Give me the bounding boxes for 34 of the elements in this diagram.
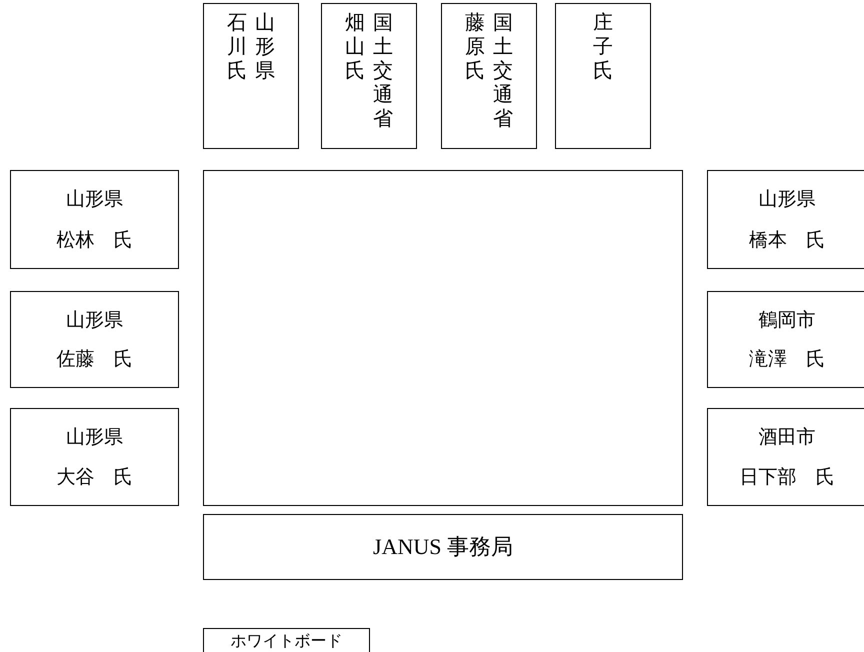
name-text: 日下部 氏 [740, 465, 834, 490]
affiliation-text: 国土交通省 [372, 10, 394, 132]
name-text: 大谷 氏 [56, 465, 132, 490]
name-card [555, 3, 651, 149]
name-card [707, 291, 864, 388]
label-text: JANUS 事務局 [373, 533, 513, 561]
affiliation-text: 鶴岡市 [758, 308, 816, 333]
table [203, 170, 683, 506]
name-card [707, 170, 864, 269]
name-text: 松林 氏 [56, 228, 132, 253]
name-card [10, 170, 179, 269]
name-text: 滝澤 氏 [749, 347, 825, 372]
name-card [707, 408, 864, 506]
affiliation-text: 山形県 [66, 425, 123, 450]
name-card [10, 291, 179, 388]
name-card [441, 3, 537, 149]
secretariat-box [203, 514, 683, 580]
affiliation-text: 山形県 [66, 187, 123, 212]
name-card [10, 408, 179, 506]
name-text: 畑山氏 [344, 10, 366, 84]
name-text: 橋本 氏 [749, 228, 825, 253]
affiliation-text: 山形県 [254, 10, 276, 84]
label-text: ホワイトボード [230, 631, 342, 652]
whiteboard-box [203, 628, 370, 652]
name-text: 石川氏 [226, 10, 248, 84]
affiliation-text: 山形県 [758, 187, 816, 212]
affiliation-text: 酒田市 [758, 425, 816, 450]
name-card [321, 3, 417, 149]
affiliation-text: 山形県 [66, 308, 123, 333]
name-text: 庄子氏 [592, 10, 614, 84]
name-text: 佐藤 氏 [56, 347, 132, 372]
name-text: 藤原氏 [464, 10, 486, 84]
name-card [203, 3, 299, 149]
affiliation-text: 国土交通省 [492, 10, 514, 132]
